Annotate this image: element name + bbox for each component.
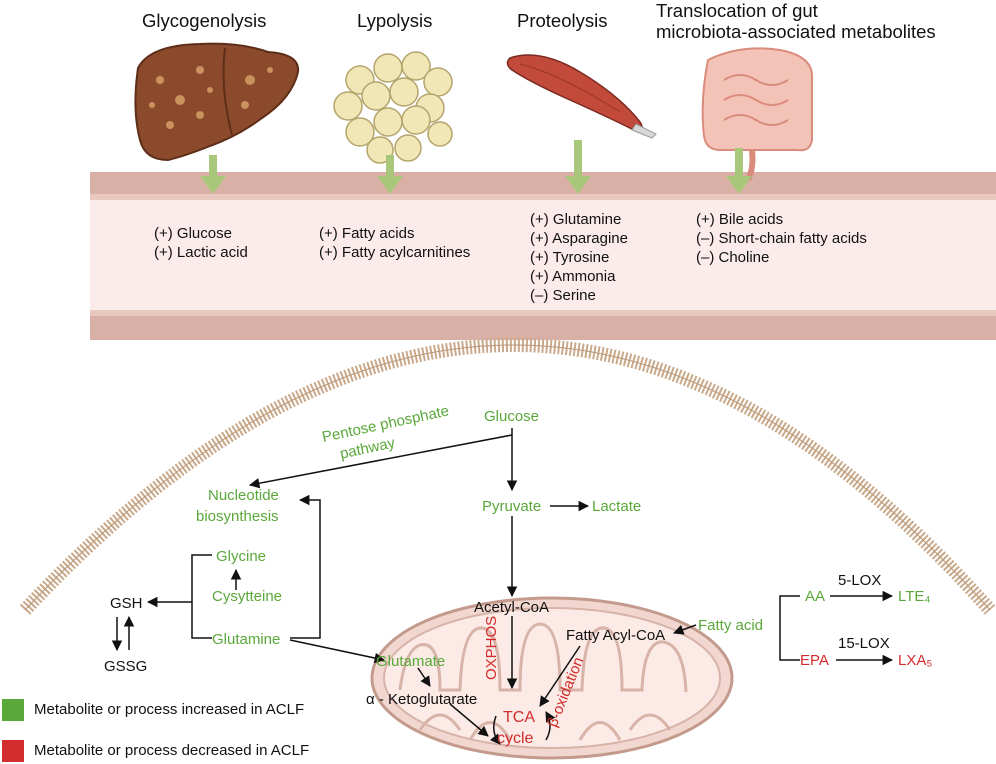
label-lte4: LTE₄ <box>898 588 931 605</box>
label-gsh: GSH <box>110 595 143 612</box>
tca-cycle-arrow-right <box>545 711 556 741</box>
label-tca-line1: TCA <box>503 709 535 726</box>
cell-membrane <box>19 338 996 615</box>
adipose-tissue-icon <box>333 51 453 164</box>
label-glutamate: Glutamate <box>376 653 445 670</box>
liver-icon <box>134 42 300 162</box>
process-title-lypolysis: Lypolysis <box>357 10 433 31</box>
label-oxphos: OXPHOS <box>483 616 500 680</box>
arrow-glucose-nucleotide <box>248 434 513 489</box>
arrow-fattyacylcoa-tca <box>539 645 581 707</box>
label-aa: AA <box>805 588 825 605</box>
metabolite-item: (+) Bile acids <box>696 211 784 228</box>
metabolite-item: (–) Short-chain fatty acids <box>696 230 867 247</box>
label-glutamine: Glutamine <box>212 631 280 648</box>
label-nucleotide-line1: Nucleotide <box>208 487 279 504</box>
release-arrow-lypolysis <box>377 155 403 194</box>
process-title-translocation: Translocation of gut microbiota-associat… <box>656 0 936 42</box>
arrow-akg-tca <box>449 703 489 737</box>
legend-swatch-decreased <box>2 740 24 762</box>
label-tca-line2: cycle <box>497 730 534 747</box>
bracket-gsh <box>191 554 212 639</box>
label-acetylcoa: Acetyl-CoA <box>474 599 549 616</box>
label-pyruvate: Pyruvate <box>482 498 541 515</box>
metabolites-lypolysis: (+) Fatty acids (+) Fatty acylcarnitines <box>319 224 470 262</box>
label-fatty-acid: Fatty acid <box>698 617 763 634</box>
label-5lox: 5-LOX <box>838 572 881 589</box>
label-glycine: Glycine <box>216 548 266 565</box>
metabolite-item: (+) Fatty acids <box>319 225 415 242</box>
metabolite-item: (+) Tyrosine <box>530 249 610 266</box>
process-title-proteolysis: Proteolysis <box>517 10 608 31</box>
arrow-fattyacid-fattyacylcoa <box>673 624 697 635</box>
vessel-wall-top <box>90 172 996 198</box>
metabolite-item: (–) Choline <box>696 249 770 266</box>
metabolite-item: (+) Fatty acylcarnitines <box>319 244 471 261</box>
bracket-fattyacid <box>779 595 800 628</box>
metabolite-item: (+) Lactic acid <box>154 244 248 261</box>
metabolite-item: (+) Asparagine <box>530 230 628 247</box>
metabolite-item: (–) Serine <box>530 287 596 304</box>
metabolite-item: (+) Glutamine <box>530 211 622 228</box>
arrow-glutamate-akg <box>417 667 431 687</box>
blood-vessel <box>90 172 996 340</box>
pathway-arrows <box>111 428 894 745</box>
label-akg: α - Ketoglutarate <box>366 691 477 708</box>
label-gssg: GSSG <box>104 658 147 675</box>
arrow-glutamine-nucleotide <box>290 494 321 639</box>
muscle-icon <box>506 54 657 139</box>
label-glucose: Glucose <box>484 408 539 425</box>
metabolites-proteolysis: (+) Glutamine (+) Asparagine (+) Tyrosin… <box>530 210 628 305</box>
label-lactate: Lactate <box>592 498 641 515</box>
legend-swatch-increased <box>2 699 24 721</box>
label-15lox: 15-LOX <box>838 635 890 652</box>
release-arrow-translocation <box>726 148 752 194</box>
label-fatty-acyl-coa: Fatty Acyl-CoA <box>566 627 665 644</box>
metabolite-item: (+) Glucose <box>154 225 232 242</box>
vessel-wall-bottom <box>90 312 996 340</box>
label-cysteine: Cysytteine <box>212 588 282 605</box>
process-title-translocation-line1: Translocation of gut <box>656 0 818 21</box>
mitochondrion <box>370 596 734 760</box>
release-arrows <box>200 140 752 194</box>
metabolites-glycogenolysis: (+) Glucose (+) Lactic acid <box>154 224 248 262</box>
release-arrow-glycogenolysis <box>200 155 226 194</box>
release-arrow-proteolysis <box>565 140 591 194</box>
process-title-glycogenolysis: Glycogenolysis <box>142 10 267 31</box>
label-epa: EPA <box>800 652 829 669</box>
metabolite-item: (+) Ammonia <box>530 268 616 285</box>
process-title-translocation-line2: microbiota-associated metabolites <box>656 21 936 42</box>
arrow-glutamine-glutamate <box>289 639 386 664</box>
metabolites-translocation: (+) Bile acids (–) Short-chain fatty aci… <box>696 210 867 267</box>
label-nucleotide-line2: biosynthesis <box>196 508 279 525</box>
legend-label-increased: Metabolite or process increased in ACLF <box>34 701 305 718</box>
label-lxa5: LXA₅ <box>898 652 932 669</box>
legend-label-decreased: Metabolite or process decreased in ACLF <box>34 742 310 759</box>
tca-cycle-arrow-left <box>489 715 501 745</box>
intestine-icon <box>701 47 813 182</box>
